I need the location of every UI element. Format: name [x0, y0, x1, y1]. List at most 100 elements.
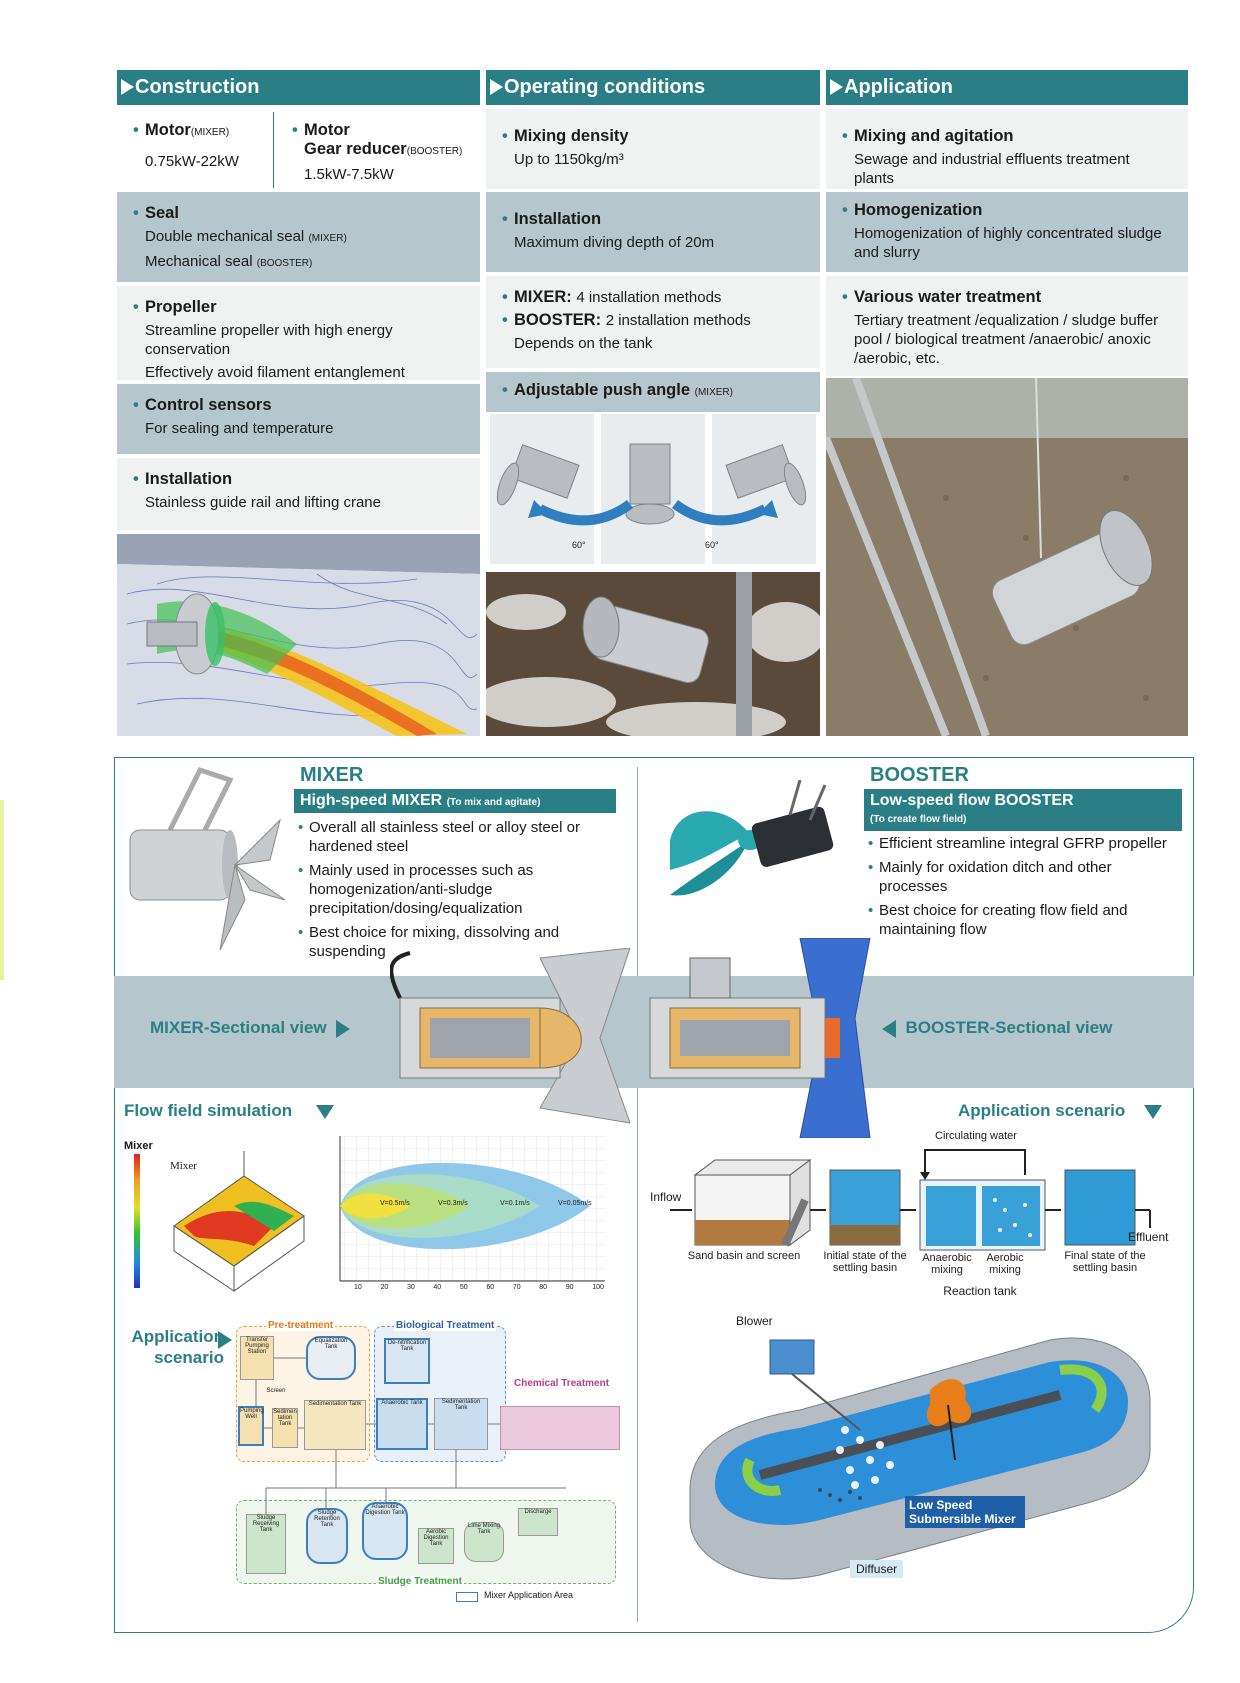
legend-label: Mixer Application Area — [484, 1590, 574, 1600]
operating-installation: Installation Maximum diving depth of 20m — [486, 192, 820, 272]
booster-sectional-drawing — [640, 937, 880, 1139]
booster-sectional-label: BOOSTER-Sectional view — [882, 1018, 1112, 1038]
construction-propeller: Propeller Streamline propeller with high… — [117, 286, 480, 381]
anaerobic-label: Anaerobic mixing — [922, 1252, 972, 1276]
left-scenario-diagram: Pre-treatment Biological Treatment Chemi… — [236, 1318, 626, 1618]
angle-left-label: 60° — [572, 540, 586, 550]
flow-sim-3d: Mixer Mixer — [124, 1136, 309, 1296]
x-tick: 100 — [592, 1284, 604, 1291]
chem-tanks — [500, 1406, 620, 1450]
construction-control: Control sensors For sealing and temperat… — [117, 384, 480, 454]
booster-bullet: Best choice for creating flow field and … — [868, 901, 1178, 939]
box-denitri: De-nitrification Tank — [384, 1338, 430, 1384]
oxidation-ditch: Blower Water flow Low Speed Submersible … — [680, 1314, 1160, 1600]
x-tick: 60 — [486, 1284, 495, 1291]
mixer-bullet: Best choice for mixing, dissolving and s… — [298, 923, 598, 961]
box-sedim3: Sedimentation Tank — [434, 1398, 488, 1450]
box-aerobic-dig: Aerobic Digestion Tank — [418, 1528, 454, 1564]
chem-label: Chemical Treatment — [512, 1378, 612, 1389]
left-scenario-title: Application scenario — [131, 1327, 224, 1367]
booster-bullets: Efficient streamline integral GFRP prope… — [868, 834, 1178, 944]
reaction-label: Reaction tank — [943, 1284, 1017, 1298]
booster-product-image — [650, 779, 840, 910]
application-homog: Homogenization Homogenization of highly … — [826, 192, 1188, 272]
construction-motor: Motor(MIXER) 0.75kW-22kW — [117, 109, 273, 189]
x-tick: 20 — [380, 1284, 389, 1291]
arrow-right-icon — [218, 1331, 232, 1349]
x-tick: 80 — [539, 1284, 548, 1291]
arrow-right-icon — [336, 1019, 351, 1038]
x-tick: 70 — [512, 1284, 521, 1291]
booster-title: BOOSTER — [870, 764, 969, 786]
booster-subtitle-bar: Low-speed flow BOOSTER(To create flow fi… — [864, 789, 1182, 831]
circulating-label: Circulating water — [935, 1130, 1017, 1142]
mixer-subtitle-bar: High-speed MIXER (To mix and agitate) — [294, 789, 616, 813]
application-header: Application — [826, 70, 1188, 105]
flow-sim-xaxis: 10 20 30 40 50 60 70 80 90 100 — [354, 1284, 604, 1291]
water-flow-label: Water flow — [886, 1316, 943, 1330]
flow-sim-colorbar — [134, 1154, 140, 1288]
operating-angle: Adjustable push angle (MIXER) — [486, 372, 820, 412]
mixer-sectional-drawing — [389, 947, 640, 1128]
x-tick: 30 — [406, 1284, 415, 1291]
mixer-bullet: Mainly used in processes such as homogen… — [298, 861, 598, 918]
flow-sim-legend-title: Mixer — [124, 1140, 153, 1152]
box-transfer: Transfer Pumping Station — [240, 1336, 274, 1380]
flow-sim-mixer-label: Mixer — [170, 1160, 197, 1172]
flow-contour-label: V=0.05m/s — [558, 1200, 592, 1207]
mixer-tank-photo — [486, 572, 820, 736]
application-mixing: Mixing and agitation Sewage and industri… — [826, 109, 1188, 189]
box-screen: Screen — [266, 1388, 286, 1394]
application-various: Various water treatment Tertiary treatme… — [826, 276, 1188, 376]
mixer-bullets: Overall all stainless steel or alloy ste… — [298, 818, 598, 966]
arrow-down-icon — [315, 1104, 334, 1119]
operating-header: Operating conditions — [486, 70, 820, 105]
low-speed-label: Low Speed Submersible Mixer — [905, 1496, 1025, 1528]
legend-swatch — [456, 1592, 478, 1602]
booster-bullet: Efficient streamline integral GFRP prope… — [868, 834, 1178, 853]
diffuser-label: Diffuser — [850, 1560, 904, 1578]
flow-contour-label: V=0.1m/s — [500, 1200, 530, 1207]
box-sedim1: Sedimen tation Tank — [272, 1408, 298, 1448]
blower-label: Blower — [736, 1314, 773, 1328]
left-edge-decor — [0, 800, 4, 980]
right-scenario-title: Application scenario — [958, 1101, 1163, 1121]
cfd-flow-image — [117, 534, 480, 736]
initial-label: Initial state of the settling basin — [823, 1250, 907, 1274]
sand-label: Sand basin and screen — [687, 1250, 801, 1262]
mixer-bullet: Overall all stainless steel or alloy ste… — [298, 818, 598, 856]
construction-seal: Seal Double mechanical seal (MIXER) Mech… — [117, 192, 480, 282]
operating-methods: MIXER: 4 installation methods BOOSTER: 2… — [486, 276, 820, 368]
box-sludge-recv: Sludge Receiving Tank — [246, 1514, 286, 1574]
motor-divider — [273, 112, 274, 188]
final-label: Final state of the settling basin — [1064, 1250, 1146, 1274]
x-tick: 90 — [565, 1284, 574, 1291]
flow-sim-title: Flow field simulation — [124, 1101, 334, 1121]
inflow-label: Inflow — [650, 1190, 682, 1204]
arrow-left-icon — [882, 1019, 896, 1038]
application-photo — [826, 378, 1188, 736]
aerobic-label: Aerobic mixing — [986, 1252, 1024, 1276]
bio-treatment-label: Biological Treatment — [394, 1320, 497, 1331]
left-scenario-arrow — [218, 1331, 232, 1349]
box-discharge: Discharge — [518, 1508, 558, 1536]
booster-bullet: Mainly for oxidation ditch and other pro… — [868, 858, 1178, 896]
lower-divider — [637, 767, 638, 1622]
box-equal: Equalization Tank — [306, 1336, 356, 1380]
box-lime: Lime Mixing Tank — [464, 1522, 504, 1562]
lower-frame — [114, 757, 1194, 1633]
x-tick: 40 — [433, 1284, 442, 1291]
box-anaerobic: Anaerobic Tank — [376, 1398, 428, 1450]
x-tick: 50 — [459, 1284, 468, 1291]
effluent-label: Effluent — [1128, 1230, 1169, 1244]
pre-treatment-label: Pre-treatment — [266, 1320, 336, 1331]
flow-sim-2d: V=0.5m/s V=0.3m/s V=0.1m/s V=0.05m/s 10 … — [320, 1136, 610, 1296]
operating-density: Mixing density Up to 1150kg/m³ — [486, 109, 820, 189]
flow-contour-label: V=0.5m/s — [380, 1200, 410, 1207]
construction-header: Construction — [117, 70, 480, 105]
box-pumping: Pumping Well — [238, 1406, 264, 1446]
sludge-label: Sludge Treatment — [376, 1576, 464, 1587]
box-sludge-ret: Sludge Retention Tank — [306, 1508, 348, 1564]
flow-contour-label: V=0.3m/s — [438, 1200, 468, 1207]
